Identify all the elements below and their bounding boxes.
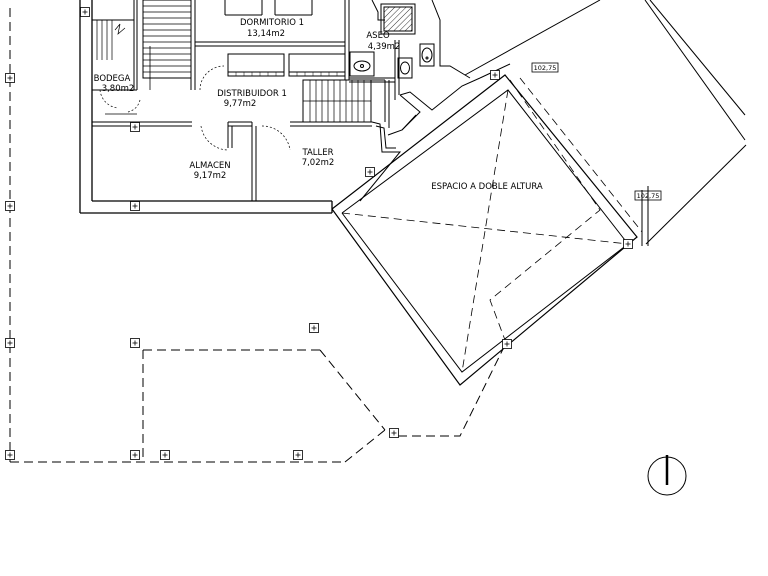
room-area-aseo: 4,39m2 bbox=[368, 42, 401, 52]
interior-walls bbox=[92, 0, 601, 202]
column-marker-icon bbox=[160, 450, 170, 460]
column-marker-icon bbox=[365, 167, 375, 177]
level-tag-1: 102,75 bbox=[534, 64, 557, 72]
column-marker-icon bbox=[130, 122, 140, 132]
column-marker-icon bbox=[309, 323, 319, 333]
column-marker-icon bbox=[5, 338, 15, 348]
column-marker-icon bbox=[130, 338, 140, 348]
exterior-walls bbox=[79, 0, 333, 214]
double-height-space bbox=[331, 0, 747, 386]
washbasin-icon bbox=[349, 51, 375, 77]
level-tag-2: 102,75 bbox=[637, 192, 660, 200]
room-labels: DORMITORIO 1 13,14m2 ASEO 4,39m2 BODEGA … bbox=[94, 18, 543, 192]
room-area-bodega: 3,80m2 bbox=[102, 84, 135, 94]
column-marker-icon bbox=[80, 7, 90, 17]
double-height-void-dashes bbox=[341, 77, 643, 373]
stair-treads bbox=[96, 5, 371, 122]
terrace-outline bbox=[9, 8, 506, 463]
level-tag-boxes bbox=[531, 62, 662, 201]
room-name-taller: TALLER bbox=[301, 148, 333, 158]
room-area-distribuidor: 9,77m2 bbox=[224, 99, 257, 109]
column-marker-icon bbox=[389, 428, 399, 438]
toilet-icon bbox=[419, 43, 435, 67]
room-area-taller: 7,02m2 bbox=[302, 158, 335, 168]
room-name-almacen: ALMACEN bbox=[189, 161, 230, 171]
column-marker-icon bbox=[623, 239, 633, 249]
room-name-aseo: ASEO bbox=[366, 31, 390, 41]
column-marker-icon bbox=[293, 450, 303, 460]
room-name-distribuidor: DISTRIBUIDOR 1 bbox=[217, 89, 287, 99]
column-marker-icon bbox=[5, 450, 15, 460]
column-marker-icon bbox=[5, 73, 15, 83]
room-area-almacen: 9,17m2 bbox=[194, 171, 227, 181]
door-swings bbox=[99, 65, 291, 151]
bidet-icon bbox=[397, 57, 413, 79]
door-leaves bbox=[105, 46, 151, 115]
shower-icon bbox=[380, 3, 416, 35]
room-name-dormitorio: DORMITORIO 1 bbox=[240, 18, 304, 28]
column-marker-icon bbox=[490, 70, 500, 80]
closet-hatching bbox=[235, 72, 338, 76]
double-height-label: ESPACIO A DOBLE ALTURA bbox=[431, 182, 543, 192]
room-area-dormitorio: 13,14m2 bbox=[247, 29, 285, 39]
column-marker-icon bbox=[502, 339, 512, 349]
column-markers bbox=[5, 7, 633, 460]
room-name-bodega: BODEGA bbox=[94, 74, 131, 84]
column-marker-icon bbox=[5, 201, 15, 211]
column-marker-icon bbox=[130, 450, 140, 460]
column-marker-icon bbox=[130, 201, 140, 211]
north-arrow-icon bbox=[647, 455, 687, 496]
